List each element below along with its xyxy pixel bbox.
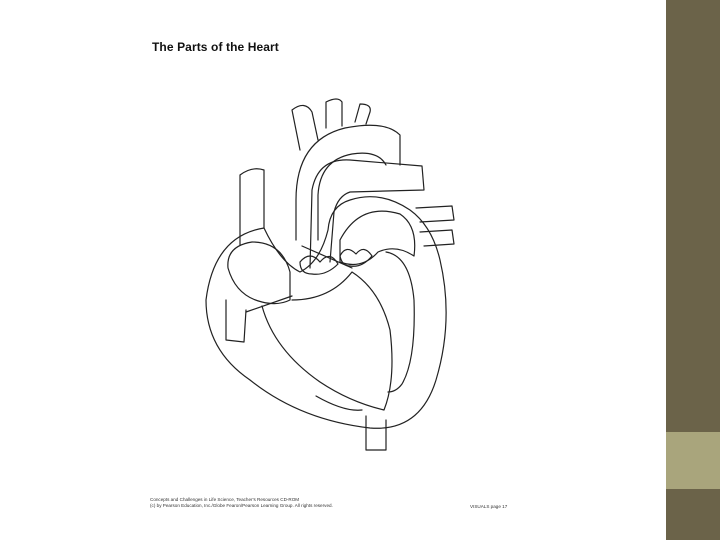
- heart-diagram: [190, 90, 490, 470]
- inferior-vena-cava: [226, 300, 246, 342]
- ventricle-walls: [262, 252, 414, 410]
- aortic-branches: [292, 99, 370, 150]
- slide-sidebar-accent: [666, 432, 720, 489]
- footer-credits: Concepts and Challenges in Life Science,…: [150, 497, 333, 509]
- footer-copyright-line: (c) by Pearson Education, Inc./Globe Fea…: [150, 503, 333, 509]
- superior-vena-cava: [240, 169, 264, 245]
- descending-aorta: [366, 416, 386, 450]
- coronary-lines: [246, 246, 362, 410]
- right-atrium: [228, 242, 290, 304]
- footer-page-ref: VISUALS page 17: [470, 504, 507, 509]
- pulmonary-veins: [416, 206, 454, 246]
- worksheet-title: The Parts of the Heart: [152, 40, 279, 54]
- left-atrium: [340, 211, 415, 264]
- heart-outer-wall: [206, 197, 446, 429]
